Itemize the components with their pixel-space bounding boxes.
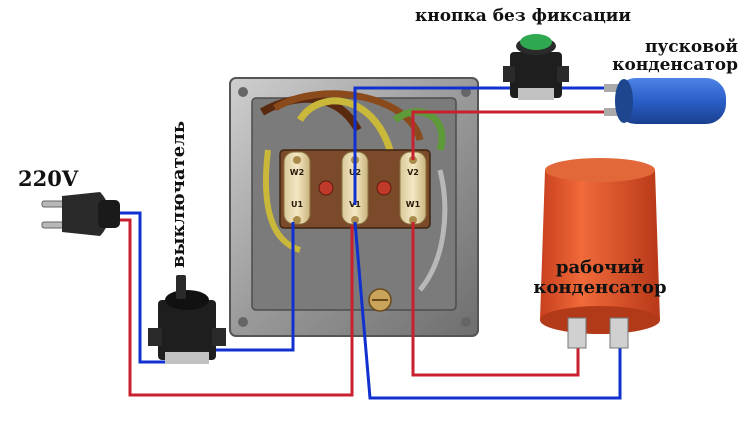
start-capacitor-label: пусковой конденсатор [598,37,738,75]
run-capacitor-label: рабочий конденсатор [525,258,675,298]
switch-label: выключатель [168,120,189,268]
start-capacitor-label-line1: пусковой [644,37,738,57]
terminal-label-w2: W2 [290,168,304,177]
terminal-label-w1: W1 [406,200,421,209]
push-button-label: кнопка без фиксации [415,6,631,26]
run-capacitor-label-line2: конденсатор [533,276,667,298]
red-wires [120,110,608,397]
power-plug-icon [41,192,120,236]
rotary-switch-icon [148,275,226,364]
run-capacitor-icon [540,158,660,349]
push-button-icon [503,34,569,100]
blue-wires [120,86,622,400]
voltage-label: 220V [18,166,79,191]
start-capacitor-label-line2: конденсатор [612,54,738,75]
terminal-label-v2: V2 [407,168,419,177]
start-capacitor-icon [604,78,726,124]
terminal-label-u1: U1 [291,200,303,209]
run-capacitor-label-line1: рабочий [555,257,645,278]
